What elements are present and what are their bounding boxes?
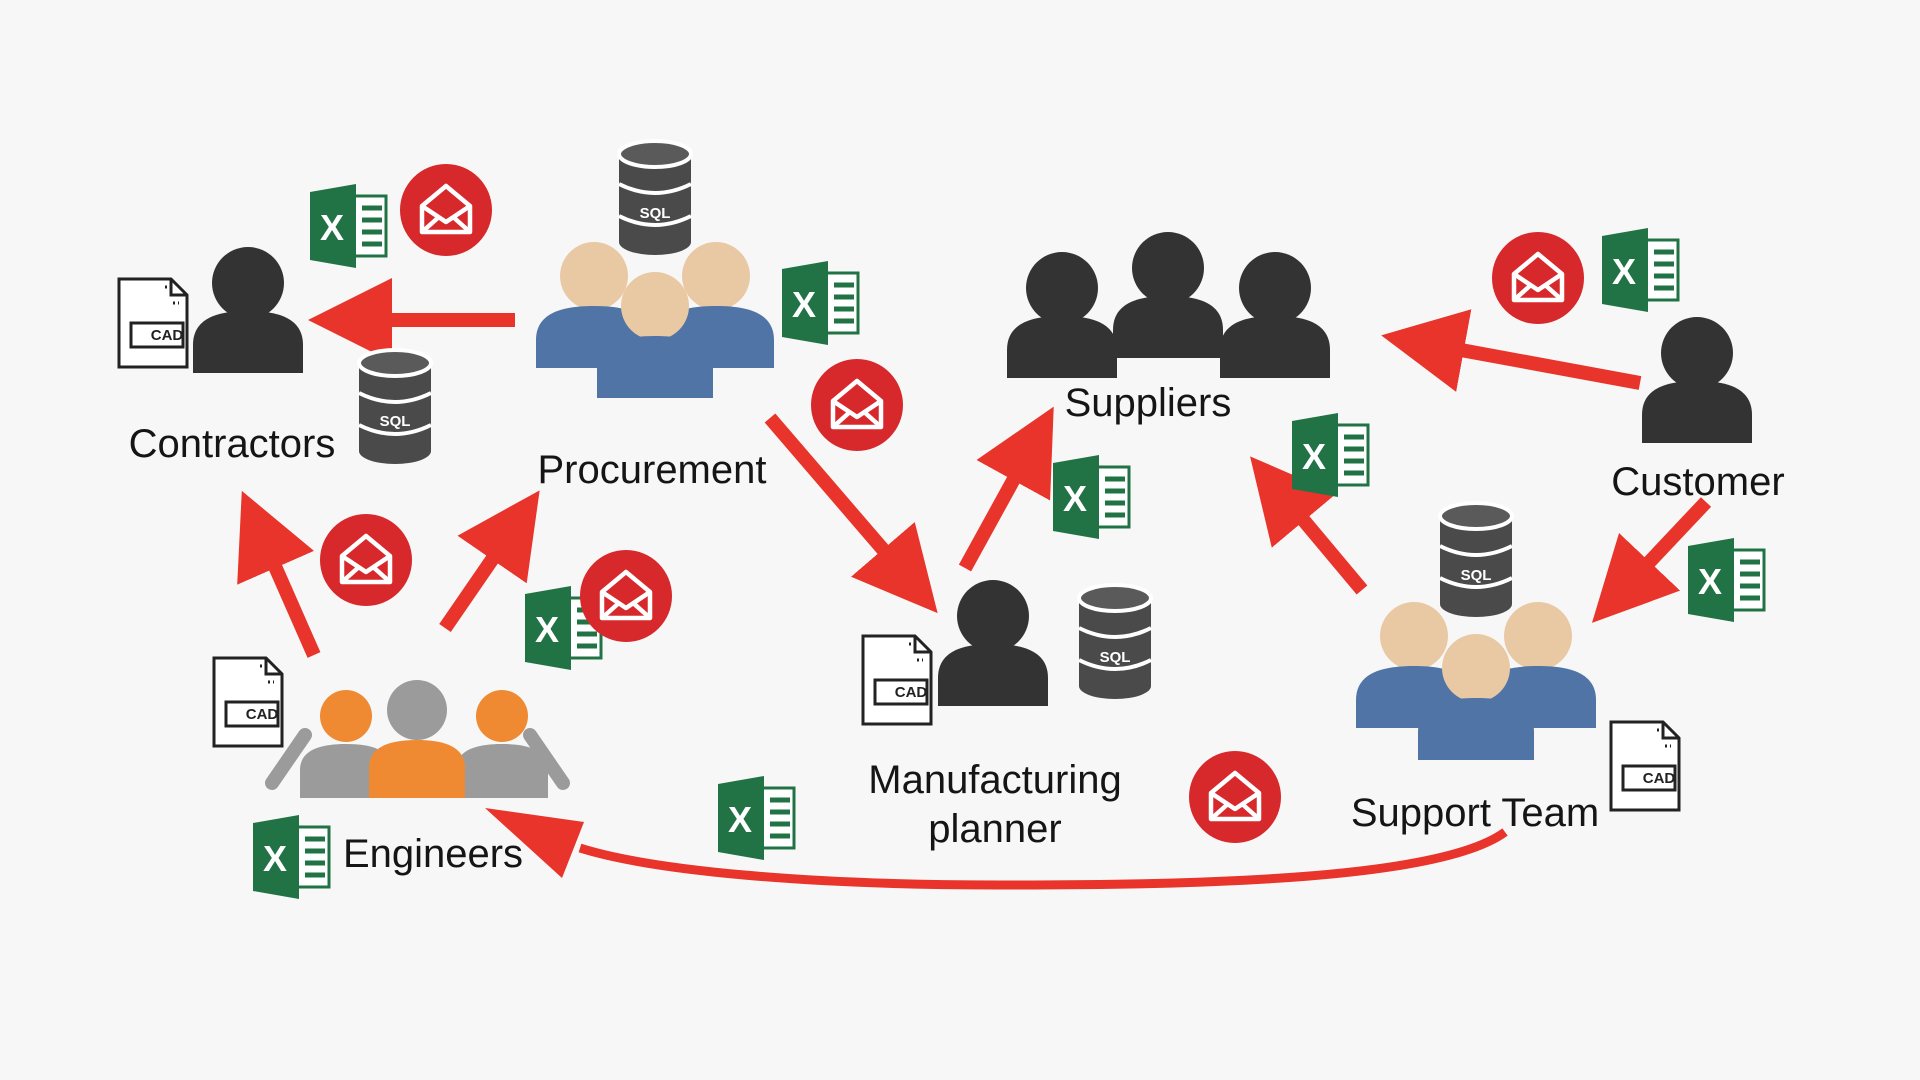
node-contractors: CAD SQL X Contractors <box>117 164 492 466</box>
cad-label: CAD <box>895 684 928 701</box>
sql-database-icon <box>1438 501 1514 619</box>
excel-letter: X <box>1063 478 1087 519</box>
sql-database-icon <box>357 348 433 466</box>
node-engineers: CAD X X Engineers <box>212 514 672 899</box>
sql-label: SQL <box>640 205 671 222</box>
cad-file-icon <box>212 656 284 748</box>
excel-letter: X <box>728 799 752 840</box>
excel-letter: X <box>1612 251 1636 292</box>
arrow-customer-to-suppliers <box>1381 309 1642 392</box>
excel-letter: X <box>1698 561 1722 602</box>
node-label-customer: Customer <box>1611 460 1784 504</box>
cad-label: CAD <box>246 706 279 723</box>
arrow-support-to-engineers <box>578 828 1508 890</box>
node-label-manufacturing-line2: planner <box>928 807 1061 851</box>
cad-file-icon <box>1609 720 1681 812</box>
person-icon <box>1642 317 1752 443</box>
arrow-support-to-engineers-head <box>485 808 584 878</box>
node-label-procurement: Procurement <box>538 448 767 492</box>
sql-label: SQL <box>1100 649 1131 666</box>
person-icon <box>938 580 1048 706</box>
person-icon <box>193 247 303 373</box>
team-orange-icon <box>265 680 570 798</box>
node-label-support-team: Support Team <box>1351 791 1599 835</box>
team-blue-icon <box>1356 602 1596 760</box>
cad-label: CAD <box>151 327 184 344</box>
excel-letter: X <box>792 284 816 325</box>
excel-letter: X <box>263 838 287 879</box>
node-customer: X Customer X <box>1492 228 1785 622</box>
sql-database-icon <box>617 139 693 257</box>
sql-label: SQL <box>380 413 411 430</box>
node-label-manufacturing: Manufacturing <box>868 758 1121 802</box>
email-icon <box>811 359 903 451</box>
email-icon <box>580 550 672 642</box>
node-manufacturing-planner: CAD SQL Manufacturing planner X <box>718 580 1281 860</box>
arrow-support-to-suppliers <box>1250 456 1368 595</box>
arrow-engineers-to-contractors <box>237 490 321 658</box>
node-label-engineers: Engineers <box>343 832 523 876</box>
node-procurement: SQL X Procurement <box>536 139 903 492</box>
node-suppliers: Suppliers X X <box>1007 232 1368 539</box>
arrow-procurement-to-manufacturing <box>764 413 938 614</box>
excel-letter: X <box>320 207 344 248</box>
cad-file-icon <box>117 277 189 369</box>
arrow-manufacturing-to-suppliers <box>958 406 1054 572</box>
email-icon <box>1492 232 1584 324</box>
cad-label: CAD <box>1643 770 1676 787</box>
node-label-suppliers: Suppliers <box>1065 381 1232 425</box>
excel-letter: X <box>1302 436 1326 477</box>
cad-file-icon <box>861 634 933 726</box>
arrow-customer-to-support <box>1591 497 1712 623</box>
node-support-team: SQL CAD Support Team <box>1351 501 1681 835</box>
node-label-contractors: Contractors <box>129 422 336 466</box>
group-dark-icon <box>1007 232 1330 378</box>
arrows <box>237 278 1712 890</box>
arrow-engineers-to-procurement <box>439 490 540 632</box>
excel-letter: X <box>535 609 559 650</box>
email-icon <box>1189 751 1281 843</box>
email-icon <box>400 164 492 256</box>
sql-label: SQL <box>1461 567 1492 584</box>
team-blue-icon <box>536 242 774 398</box>
sql-database-icon <box>1077 583 1153 701</box>
email-icon <box>320 514 412 606</box>
